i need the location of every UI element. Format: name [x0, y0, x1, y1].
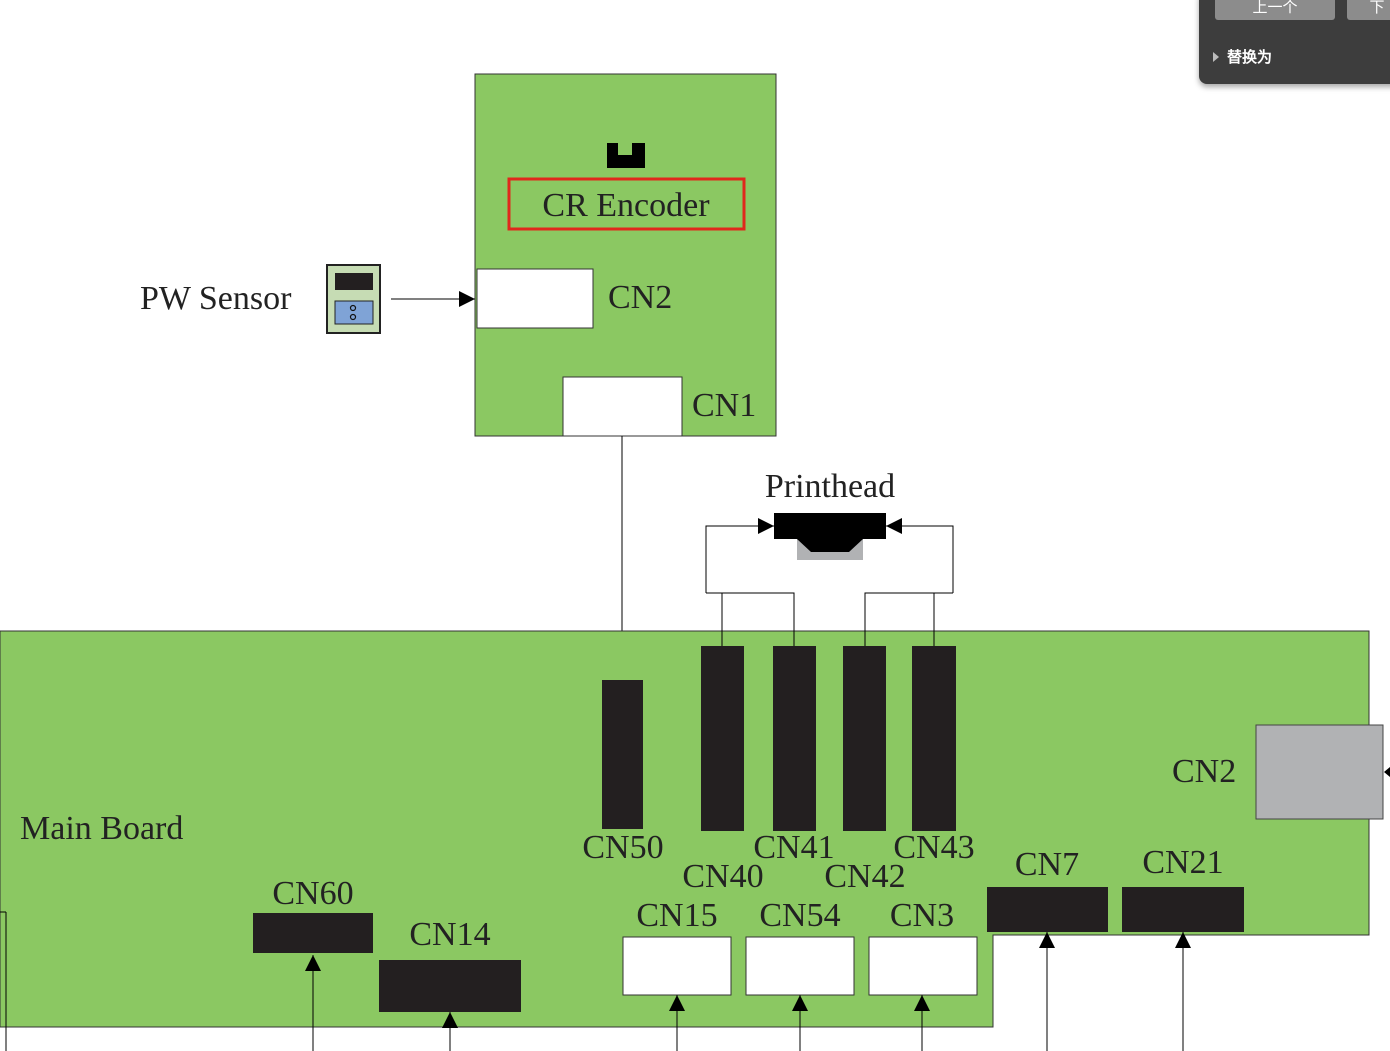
cn40-label: CN40 [682, 858, 763, 895]
cr-cn2-label: CN2 [608, 279, 672, 316]
encoder-sensor-icon [607, 143, 645, 168]
cn50-label: CN50 [582, 829, 663, 866]
cn7-label: CN7 [1015, 846, 1079, 883]
replace-toggle[interactable]: 替换为 [1213, 46, 1272, 67]
cn21-connector [1122, 887, 1244, 932]
mb-cn2-connector [1255, 724, 1384, 820]
pw-sensor-label: PW Sensor [140, 280, 292, 317]
printhead-icon [774, 513, 886, 552]
printhead: Printhead [705, 468, 954, 646]
cr-encoder-highlight [507, 177, 746, 231]
cr-encoder-label: CR Encoder [542, 187, 710, 224]
cn54-label: CN54 [759, 897, 840, 934]
cn42-label: CN42 [824, 858, 905, 895]
cr-encoder-board: CR Encoder CN2 CN1 [474, 73, 777, 437]
triangle-right-icon [1213, 51, 1219, 62]
cn15-connector [622, 936, 732, 996]
cn14-label: CN14 [409, 916, 490, 953]
cn15-label: CN15 [636, 897, 717, 934]
find-replace-panel: 上一个 下 替换为 [1199, 0, 1390, 84]
cn21-label: CN21 [1142, 844, 1223, 881]
incoming-wires [0, 911, 1191, 1051]
cn41-connector [773, 646, 816, 831]
replace-label: 替换为 [1227, 48, 1273, 66]
cn3-label: CN3 [890, 897, 954, 934]
cr-cn1-label: CN1 [692, 387, 756, 424]
main-board: Main Board CN50 CN41 CN43 CN40 CN42 CN2 … [0, 630, 1390, 1028]
main-board-label: Main Board [20, 810, 183, 847]
pw-sensor-icon [326, 264, 381, 334]
printhead-label: Printhead [765, 468, 895, 505]
cn42-connector [843, 646, 886, 831]
cn43-label: CN43 [893, 829, 974, 866]
cn7-connector [987, 887, 1108, 932]
cn3-connector [868, 936, 978, 996]
cn14-connector [379, 960, 521, 1012]
cn60-label: CN60 [272, 875, 353, 912]
cn43-connector [912, 646, 956, 831]
mb-cn2-label: CN2 [1172, 753, 1236, 790]
find-next-button[interactable]: 下 [1347, 0, 1390, 20]
cn41-label: CN41 [753, 829, 834, 866]
find-previous-button[interactable]: 上一个 [1215, 0, 1335, 20]
cn50-connector [602, 680, 643, 829]
cn60-connector [253, 913, 373, 953]
cr-cn2-connector [476, 268, 594, 329]
pw-sensor: PW Sensor [140, 264, 475, 334]
cr-cn1-connector [562, 376, 683, 437]
cn40-connector [701, 646, 744, 831]
cn54-connector [745, 936, 855, 996]
